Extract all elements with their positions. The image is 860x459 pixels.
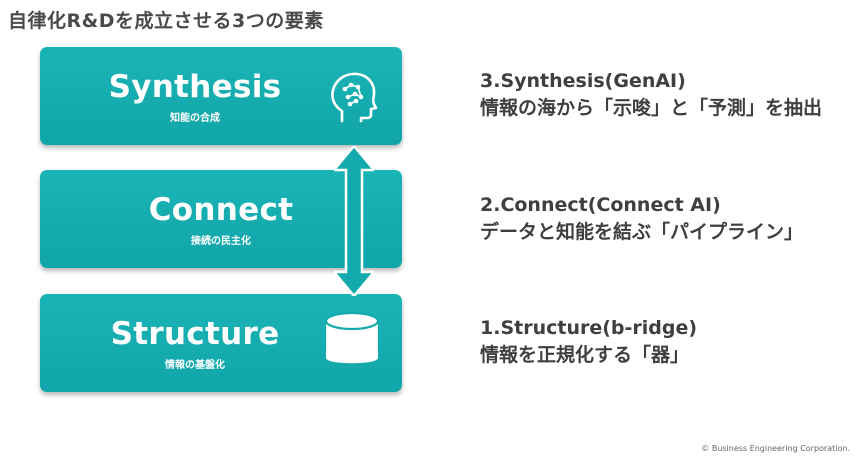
synthesis-box: Synthesis 知能の合成 xyxy=(40,47,402,145)
structure-label: Structure xyxy=(110,316,280,352)
synthesis-detail: 情報の海から「示唆」と「予測」を抽出 xyxy=(480,97,823,119)
copyright-notice: © Business Engineering Corporation. xyxy=(701,444,850,453)
ai-head-icon xyxy=(331,72,378,123)
database-icon xyxy=(324,311,380,364)
structure-heading: 1.Structure(b-ridge) xyxy=(480,317,698,339)
connect-label: Connect xyxy=(148,192,294,228)
connect-sublabel: 接続の民主化 xyxy=(191,236,251,247)
connect-description: 2.Connect(Connect AI) データと知能を結ぶ「パイプライン」 xyxy=(480,192,803,246)
structure-detail: 情報を正規化する「器」 xyxy=(480,344,690,366)
synthesis-sublabel: 知能の合成 xyxy=(170,113,220,124)
connect-box: Connect 接続の民主化 xyxy=(40,170,402,268)
page-title: 自律化R&Dを成立させる3つの要素 xyxy=(8,10,324,32)
double-arrow-icon xyxy=(334,146,374,296)
synthesis-heading: 3.Synthesis(GenAI) xyxy=(480,70,686,92)
structure-description: 1.Structure(b-ridge) 情報を正規化する「器」 xyxy=(480,315,697,369)
connect-detail: データと知能を結ぶ「パイプライン」 xyxy=(480,221,804,243)
structure-box: Structure 情報の基盤化 xyxy=(40,294,402,392)
structure-sublabel: 情報の基盤化 xyxy=(165,360,225,371)
connect-heading: 2.Connect(Connect AI) xyxy=(480,194,721,216)
synthesis-description: 3.Synthesis(GenAI) 情報の海から「示唆」と「予測」を抽出 xyxy=(480,68,822,122)
synthesis-label: Synthesis xyxy=(108,69,282,105)
